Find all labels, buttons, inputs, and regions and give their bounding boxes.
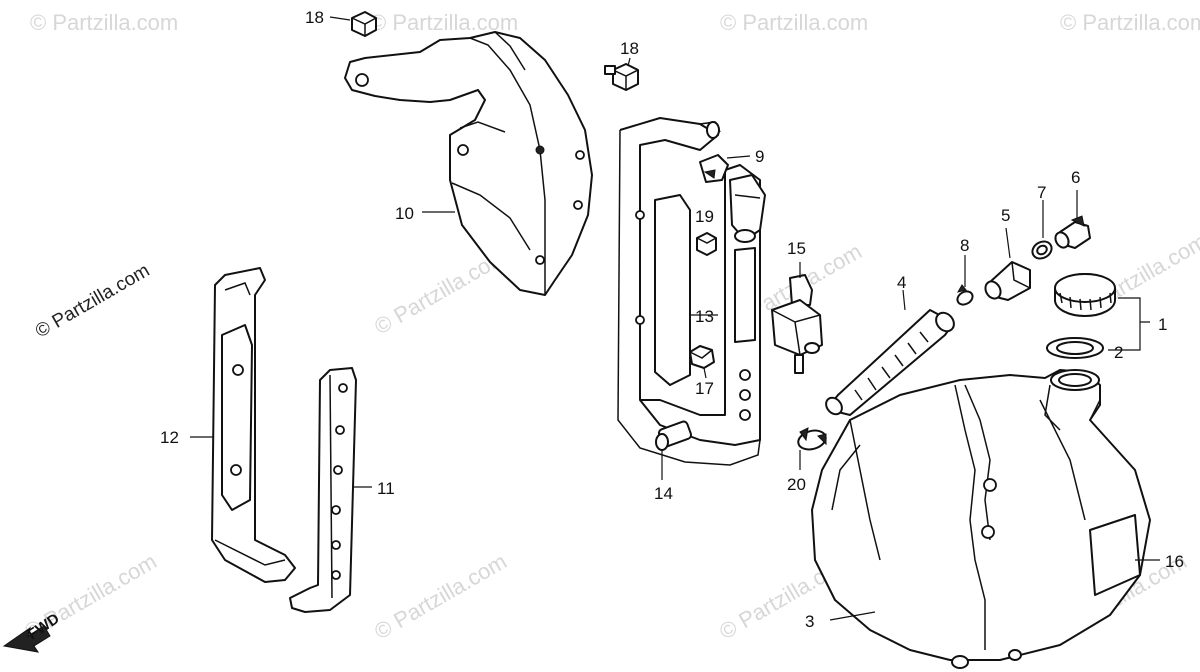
part-5-fitting	[984, 261, 1031, 301]
watermark-main: © Partzilla.com	[32, 260, 153, 342]
callout-19: 19	[695, 207, 714, 226]
bolt-18-top-left	[351, 11, 377, 37]
part-15-valve	[771, 274, 823, 374]
callout-4: 4	[897, 273, 906, 292]
callout-18-top-left: 18	[305, 8, 324, 27]
watermark-text: © Partzilla.com	[1060, 10, 1200, 35]
bolt-17	[689, 345, 715, 369]
part-8-clamp	[956, 284, 974, 306]
callout-11: 11	[377, 479, 395, 498]
callout-2: 2	[1114, 343, 1123, 362]
callout-14: 14	[654, 484, 673, 503]
callout-5: 5	[1001, 206, 1010, 225]
part-3-tank	[811, 369, 1151, 669]
part-20-clamp	[797, 427, 827, 451]
callout-9: 9	[755, 147, 764, 166]
watermark-text: © Partzilla.com	[720, 10, 868, 35]
part-2-gasket	[1046, 337, 1104, 359]
bracket-1-2	[1108, 297, 1150, 351]
watermark-text: © Partzilla.com	[370, 549, 511, 645]
callout-12: 12	[160, 428, 179, 447]
callout-3: 3	[805, 612, 814, 631]
callout-6: 6	[1071, 168, 1080, 187]
callout-layer: 1 2 3 4 5 6 7 8 9 10 11 12 13 14 15 16 1…	[160, 8, 1184, 631]
part-4-hose	[825, 309, 955, 416]
callout-1: 1	[1158, 315, 1167, 334]
part-10-cover	[344, 31, 593, 296]
callout-8: 8	[960, 236, 969, 255]
callout-18-center: 18	[620, 39, 639, 58]
part-16-label	[1089, 514, 1141, 596]
fwd-arrow-icon	[2, 625, 51, 653]
callout-16: 16	[1165, 552, 1184, 571]
callout-15: 15	[787, 239, 806, 258]
part-6-nozzle	[1054, 215, 1091, 249]
callout-10: 10	[395, 204, 414, 223]
bolt-18-center	[604, 63, 639, 91]
callout-13: 13	[695, 307, 714, 326]
watermark-text: © Partzilla.com	[370, 10, 518, 35]
watermark-text: © Partzilla.com	[30, 10, 178, 35]
part-1-cap	[1054, 273, 1116, 317]
callout-7: 7	[1037, 183, 1046, 202]
callout-20: 20	[787, 475, 806, 494]
callout-17: 17	[695, 379, 714, 398]
part-12-bracket	[211, 267, 296, 583]
part-14-frame	[617, 117, 761, 466]
part-11-strip	[289, 367, 357, 613]
part-9-clip	[699, 154, 729, 183]
frame-latch	[729, 174, 766, 243]
part-7-washer	[1031, 240, 1053, 260]
bolt-19	[696, 232, 717, 256]
